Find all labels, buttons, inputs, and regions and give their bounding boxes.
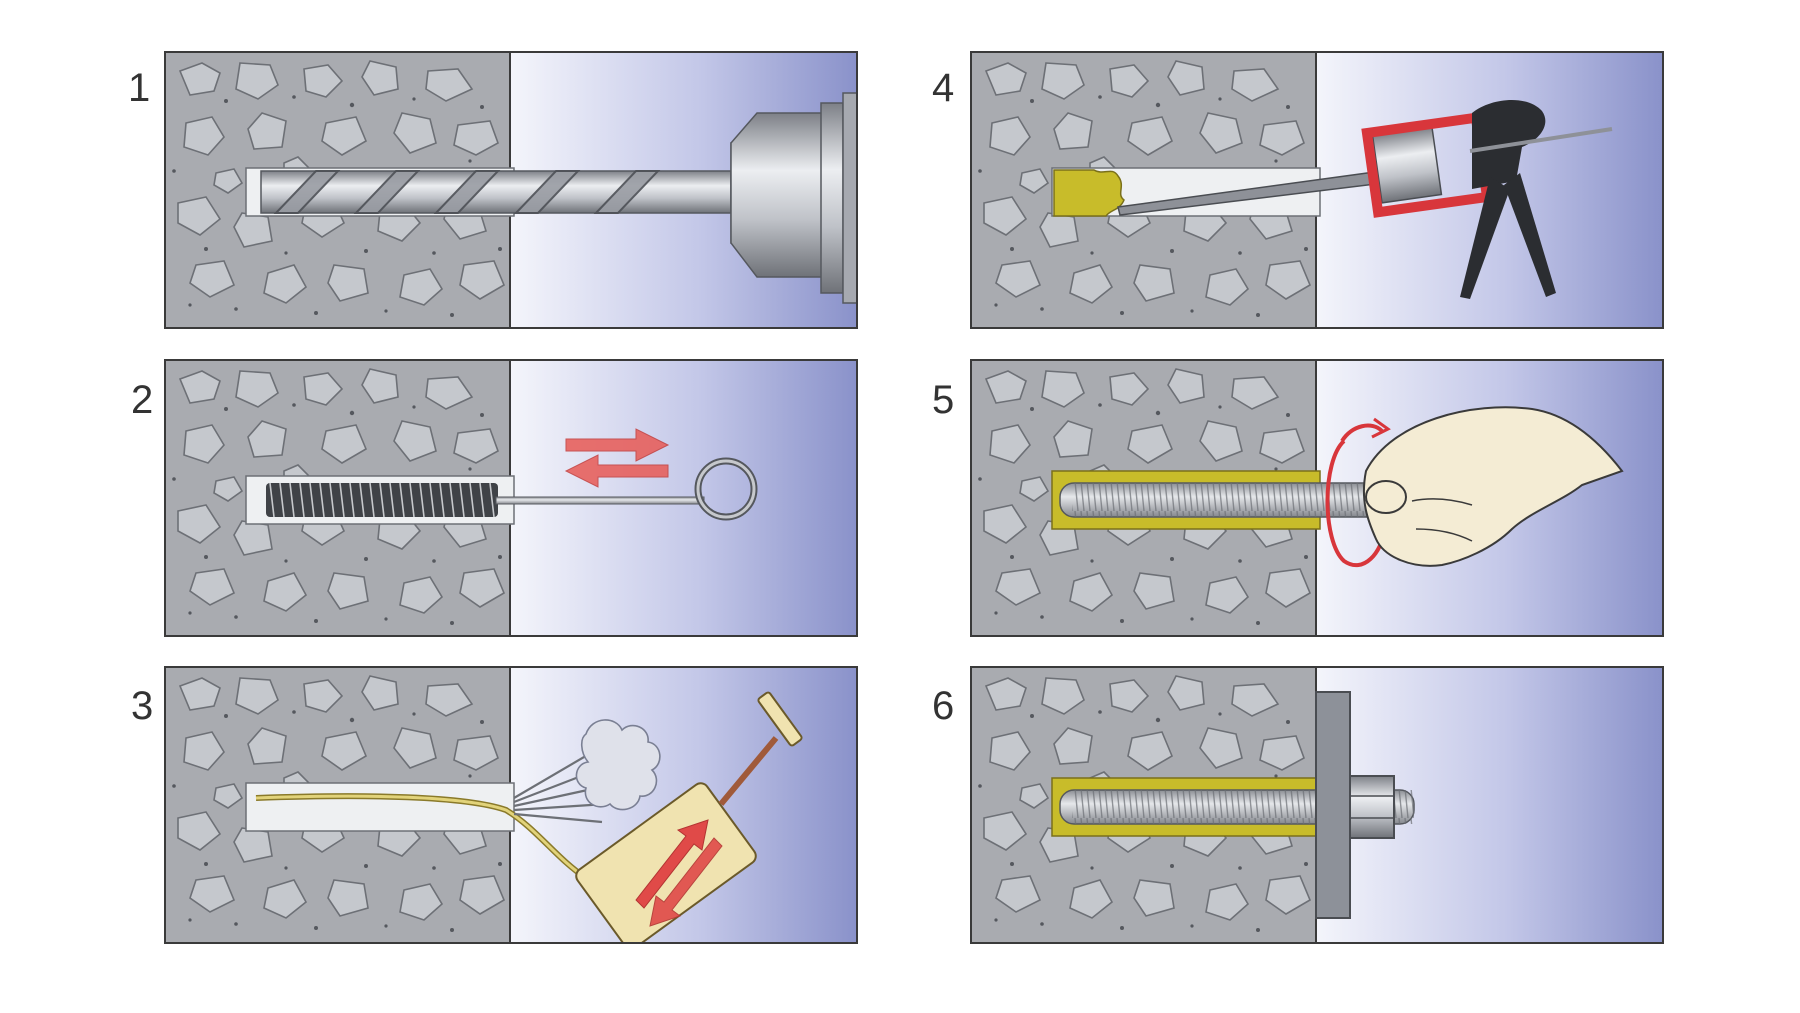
panel-step-1	[164, 51, 858, 329]
fasten-illustration	[972, 668, 1662, 942]
panel-step-2	[164, 359, 858, 637]
panel-step-4	[970, 51, 1664, 329]
step-number-3: 3	[131, 684, 154, 728]
step-number-4: 4	[932, 66, 955, 110]
step-number-1: 1	[128, 66, 151, 110]
blow-out-illustration	[166, 668, 856, 942]
threaded-rod-icon	[1059, 482, 1391, 518]
fixture-plate	[1315, 691, 1351, 919]
step-number-2: 2	[131, 378, 154, 422]
wire-brush-icon	[266, 457, 758, 521]
panel-step-6	[970, 666, 1664, 944]
step-number-6: 6	[932, 684, 955, 728]
panel-step-5	[970, 359, 1664, 637]
push-pull-arrows-icon	[564, 428, 670, 488]
panel-step-3	[164, 666, 858, 944]
hand-icon	[1362, 406, 1624, 567]
insert-rod-illustration	[972, 361, 1662, 635]
inject-resin-illustration	[972, 53, 1662, 327]
blow-pump-icon	[575, 691, 803, 942]
rotation-arrow-icon	[1325, 417, 1391, 568]
dust-cloud-icon	[575, 719, 661, 811]
resin-fill	[1053, 169, 1125, 217]
step-number-5: 5	[932, 378, 955, 422]
air-stream-icon	[513, 749, 607, 824]
drill-illustration	[166, 53, 856, 327]
drill-icon	[260, 92, 856, 304]
injection-gun-icon	[1117, 99, 1613, 299]
brush-illustration	[166, 361, 856, 635]
nut-icon	[1349, 775, 1395, 839]
